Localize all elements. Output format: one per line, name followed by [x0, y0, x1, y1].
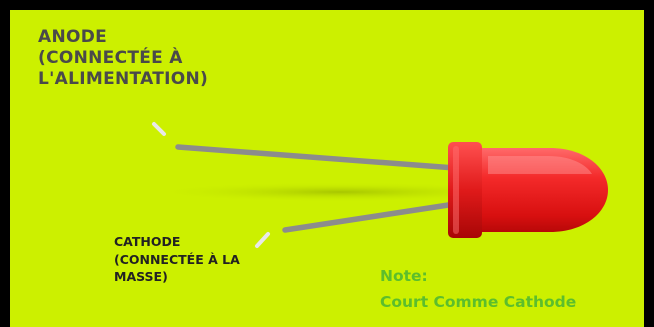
cathode-label: CATHODE (CONNECTÉE À LA MASSE)	[114, 233, 240, 286]
cathode-label-line: (CONNECTÉE À LA	[114, 251, 240, 267]
anode-label-line: (CONNECTÉE À	[38, 48, 183, 68]
led-shadow	[150, 182, 530, 202]
led-highlight	[488, 156, 592, 174]
led-rim-shine	[453, 146, 459, 234]
note-text: Note: Court Comme Cathode	[380, 263, 576, 315]
cathode-pointer-tick	[255, 232, 270, 248]
anode-lead	[175, 144, 458, 171]
led-body	[478, 148, 608, 232]
note-title: Note:	[380, 267, 428, 285]
anode-label-line: L'ALIMENTATION)	[38, 69, 209, 89]
cathode-lead	[282, 201, 458, 233]
led-illustration	[150, 122, 608, 248]
cathode-label-line: CATHODE	[114, 234, 181, 249]
cathode-label-line: MASSE)	[114, 269, 168, 284]
anode-pointer-tick	[152, 122, 166, 136]
note-body: Court Comme Cathode	[380, 293, 577, 311]
anode-label: ANODE (CONNECTÉE À L'ALIMENTATION)	[38, 27, 208, 90]
anode-label-line: ANODE	[38, 27, 108, 47]
